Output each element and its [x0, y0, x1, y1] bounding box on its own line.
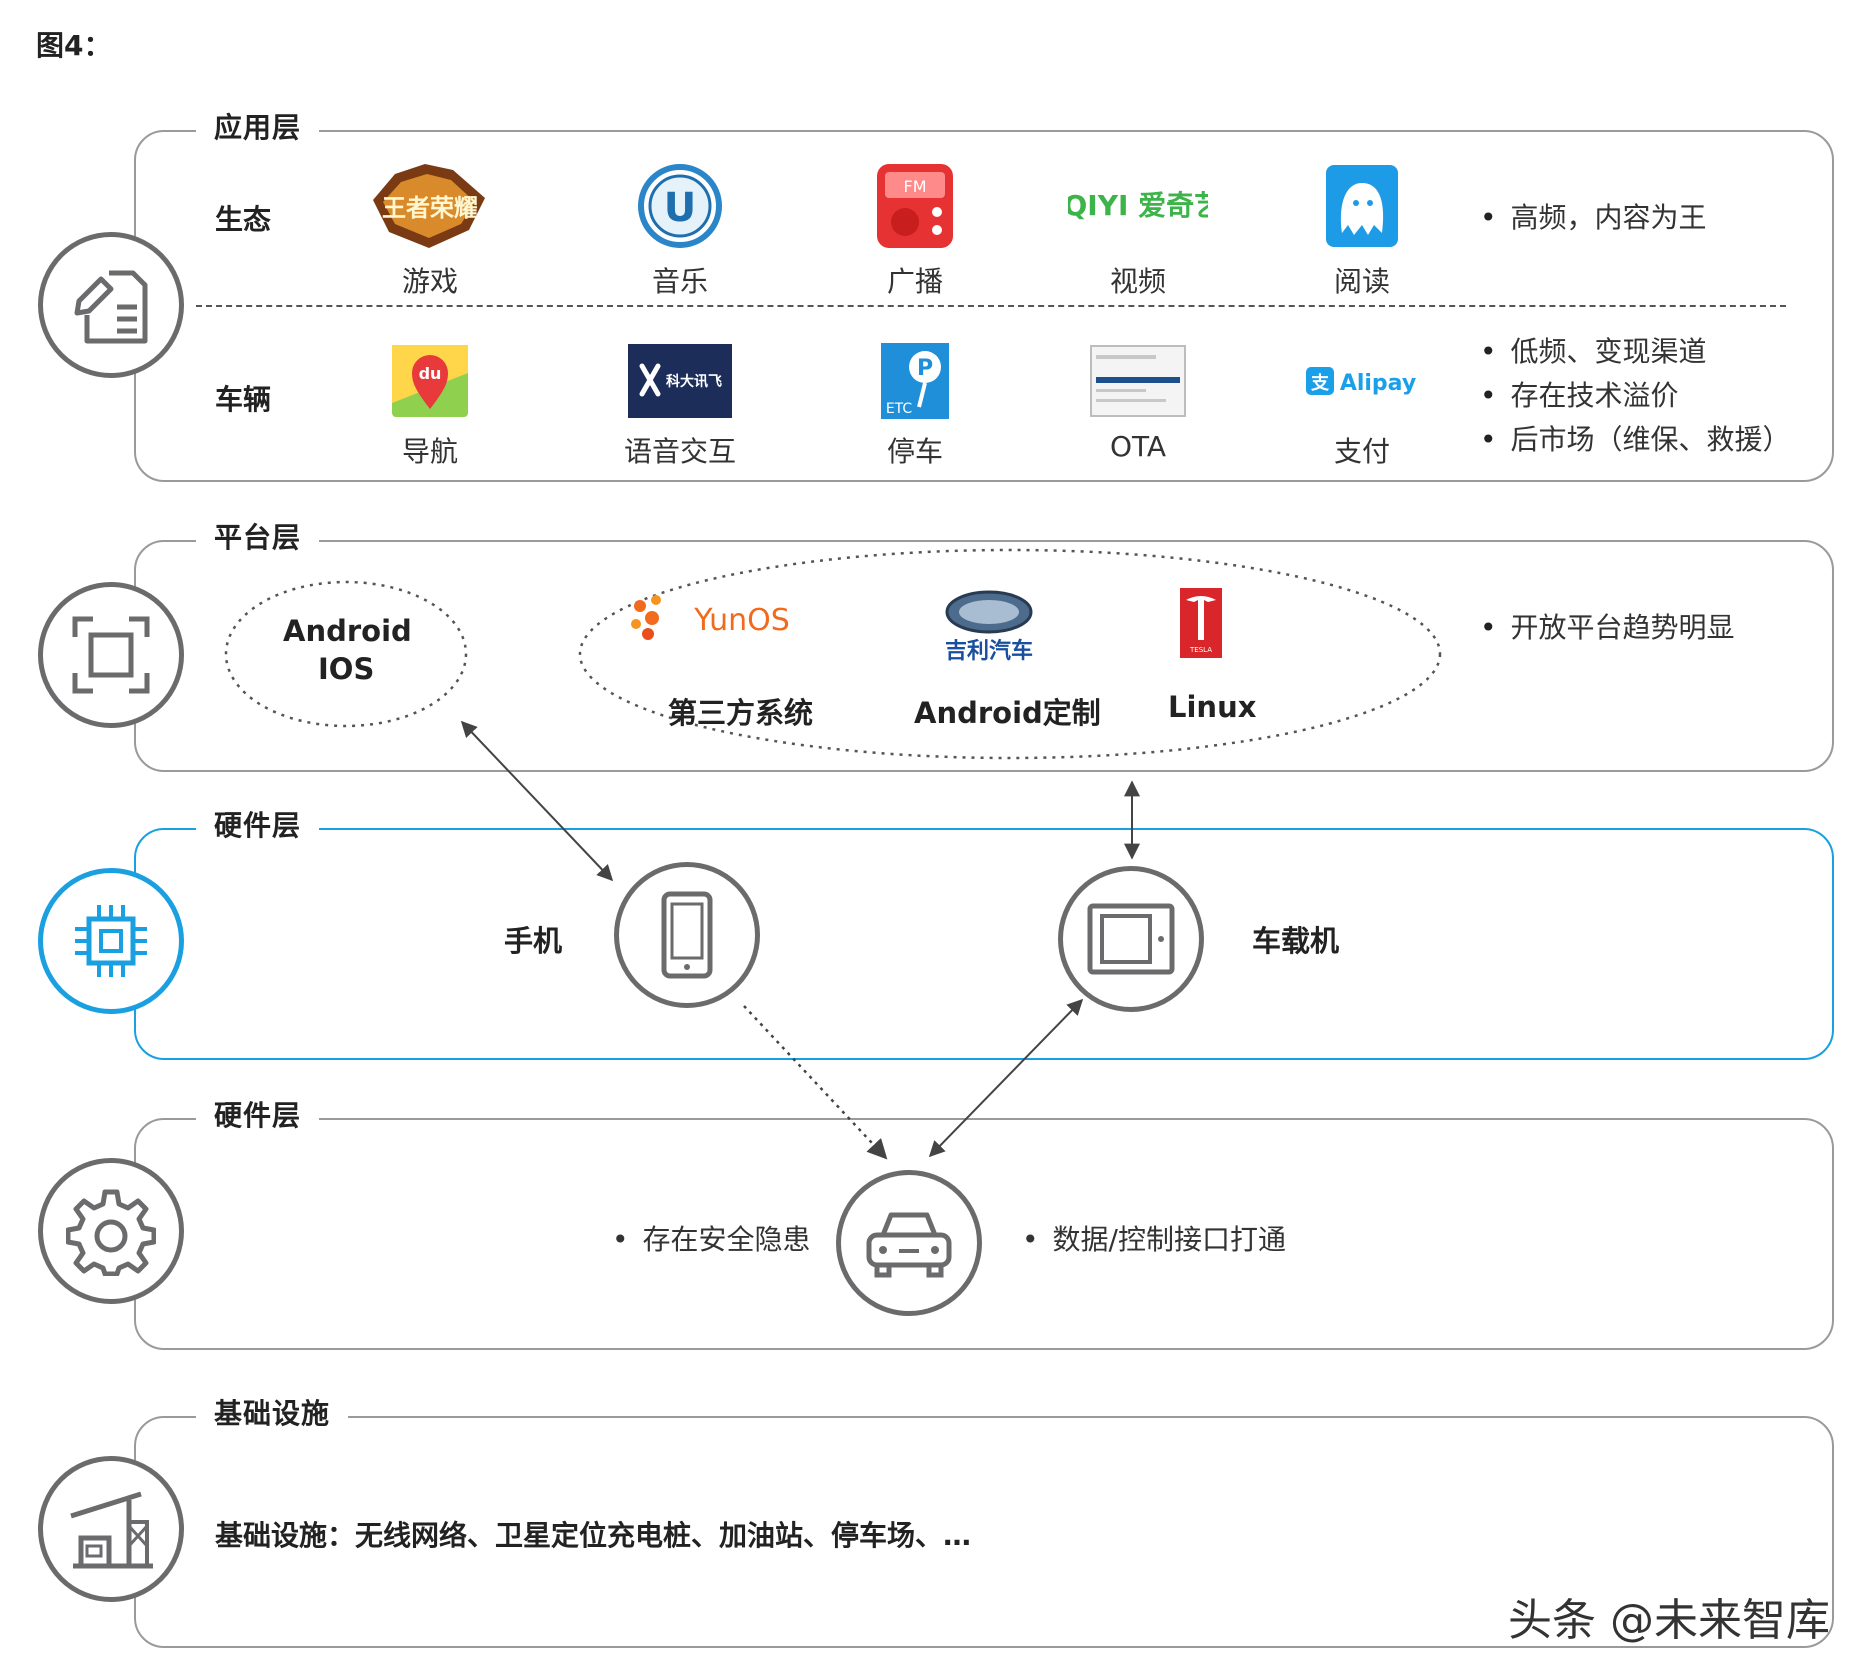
bullet-item: 开放平台趋势明显: [1480, 606, 1735, 650]
infrastructure-text: 基础设施：无线网络、卫星定位充电桩、加油站、停车场、…: [215, 1519, 972, 1552]
radio-logo: FM: [869, 160, 961, 252]
svg-text:支: 支: [1310, 372, 1330, 394]
tesla-logo: TESLA: [1180, 588, 1222, 662]
iqiyi-logo: iQIYI 爱奇艺: [1068, 160, 1208, 252]
svg-text:吉利汽车: 吉利汽车: [945, 638, 1033, 664]
reader-ghost-logo: [1316, 160, 1408, 252]
chip-icon: [75, 905, 147, 977]
vehicle-hw-layer-icon-circle: [38, 1158, 184, 1304]
headunit-to-car-arrow: [928, 998, 1084, 1158]
vehicle-bullets: 低频、变现渠道 存在技术溢价 后市场（维保、救援）: [1480, 330, 1791, 462]
svg-text:iQIYI 爱奇艺: iQIYI 爱奇艺: [1068, 189, 1208, 222]
phone-device-circle: [614, 862, 760, 1008]
ecosystem-row-title: 生态: [215, 203, 272, 236]
app-game: 王者荣耀 游戏: [340, 160, 520, 300]
bullet-item: 高频，内容为王: [1480, 196, 1707, 240]
android-custom-label: Android定制: [914, 696, 1101, 730]
app-parking: P ETC 停车: [825, 340, 1005, 470]
app-music: U 音乐: [590, 160, 770, 300]
honor-of-kings-logo: 王者荣耀: [365, 160, 495, 252]
app-ota: OTA: [1048, 340, 1228, 463]
vehicle-hw-layer-title: 硬件层: [196, 1094, 320, 1134]
app-voice: 科大讯飞 语音交互: [590, 340, 770, 470]
phone-os-line1: Android: [283, 614, 412, 648]
alipay-logo: 支 Alipay: [1302, 340, 1422, 422]
geely-logo: 吉利汽车: [934, 588, 1044, 682]
app-video: iQIYI 爱奇艺 视频: [1048, 160, 1228, 300]
car-device-circle: [836, 1170, 982, 1316]
bullet-item: 存在技术溢价: [1480, 374, 1791, 418]
headunit-label: 车载机: [1252, 924, 1340, 958]
yunos-logo: YunOS: [626, 592, 812, 648]
svg-text:FM: FM: [903, 177, 926, 196]
hardware-layer-title: 硬件层: [196, 804, 320, 844]
app-navigation: du 导航: [340, 340, 520, 470]
phone-label: 手机: [504, 924, 563, 958]
platform-layer-title: 平台层: [196, 516, 320, 556]
etc-parking-logo: P ETC: [869, 340, 961, 422]
gear-icon: [66, 1189, 156, 1276]
phone-to-car-arrow: [743, 1005, 888, 1160]
figure-label: 图4：: [36, 29, 112, 62]
phone-os-line2: IOS: [318, 652, 375, 686]
app-label: 支付: [1333, 435, 1390, 468]
vehicle-row-title: 车辆: [215, 383, 272, 416]
baidu-map-logo: du: [384, 340, 476, 422]
svg-text:du: du: [419, 364, 442, 383]
platform-layer-icon-circle: [38, 582, 184, 728]
iflytek-logo: 科大讯飞: [625, 340, 735, 422]
phone-os-to-phone-arrow: [460, 720, 614, 882]
phone-icon: [661, 891, 713, 979]
svg-text:Alipay: Alipay: [1340, 371, 1416, 396]
app-radio: FM 广播: [825, 160, 1005, 300]
svg-text:科大讯飞: 科大讯飞: [666, 373, 722, 390]
svg-text:U: U: [664, 185, 696, 231]
ecosystem-vehicle-separator: [196, 305, 1786, 307]
ecosystem-bullets: 高频，内容为王: [1480, 196, 1707, 240]
app-reading: 阅读: [1272, 160, 1452, 300]
infrastructure-layer-title: 基础设施: [196, 1392, 349, 1432]
building-crane-icon: [70, 1491, 153, 1569]
svg-text:TESLA: TESLA: [1189, 646, 1212, 654]
phone-os-ellipse: [224, 580, 468, 728]
ota-screen-logo: [1083, 340, 1193, 422]
svg-text:王者荣耀: 王者荣耀: [382, 194, 478, 222]
svg-text:ETC: ETC: [886, 401, 913, 417]
headunit-screen-icon: [1087, 903, 1175, 975]
app-label: OTA: [1109, 430, 1167, 463]
headunit-device-circle: [1058, 866, 1204, 1012]
app-label: 音乐: [651, 265, 708, 298]
app-payment: 支 Alipay 支付: [1272, 340, 1452, 470]
third-party-os-label: 第三方系统: [668, 696, 814, 730]
platform-bullets: 开放平台趋势明显: [1480, 606, 1735, 650]
car-os-ellipse: [578, 548, 1442, 760]
app-label: 导航: [401, 435, 458, 468]
app-layer-icon-circle: [38, 232, 184, 378]
data-control-note: 数据/控制接口打通: [1022, 1218, 1286, 1258]
watermark: 头条 @未来智库: [1508, 1595, 1830, 1646]
frame-focus-icon: [72, 616, 150, 694]
security-risk-note: 存在安全隐患: [612, 1218, 811, 1258]
bullet-item: 低频、变现渠道: [1480, 330, 1791, 374]
app-label: 阅读: [1333, 265, 1390, 298]
app-label: 停车: [886, 435, 943, 468]
svg-text:P: P: [917, 356, 933, 381]
infrastructure-layer-icon-circle: [38, 1456, 184, 1602]
music-u-logo: U: [634, 160, 726, 252]
app-label: 语音交互: [623, 435, 736, 468]
app-layer-title: 应用层: [196, 106, 320, 146]
svg-text:YunOS: YunOS: [693, 603, 790, 638]
linux-label: Linux: [1168, 690, 1257, 724]
bullet-item: 后市场（维保、救援）: [1480, 418, 1791, 462]
app-label: 视频: [1109, 265, 1166, 298]
hardware-layer-icon-circle: [38, 868, 184, 1014]
document-edit-icon: [74, 270, 148, 344]
app-label: 广播: [886, 265, 943, 298]
car-icon: [866, 1212, 952, 1278]
app-label: 游戏: [401, 265, 458, 298]
